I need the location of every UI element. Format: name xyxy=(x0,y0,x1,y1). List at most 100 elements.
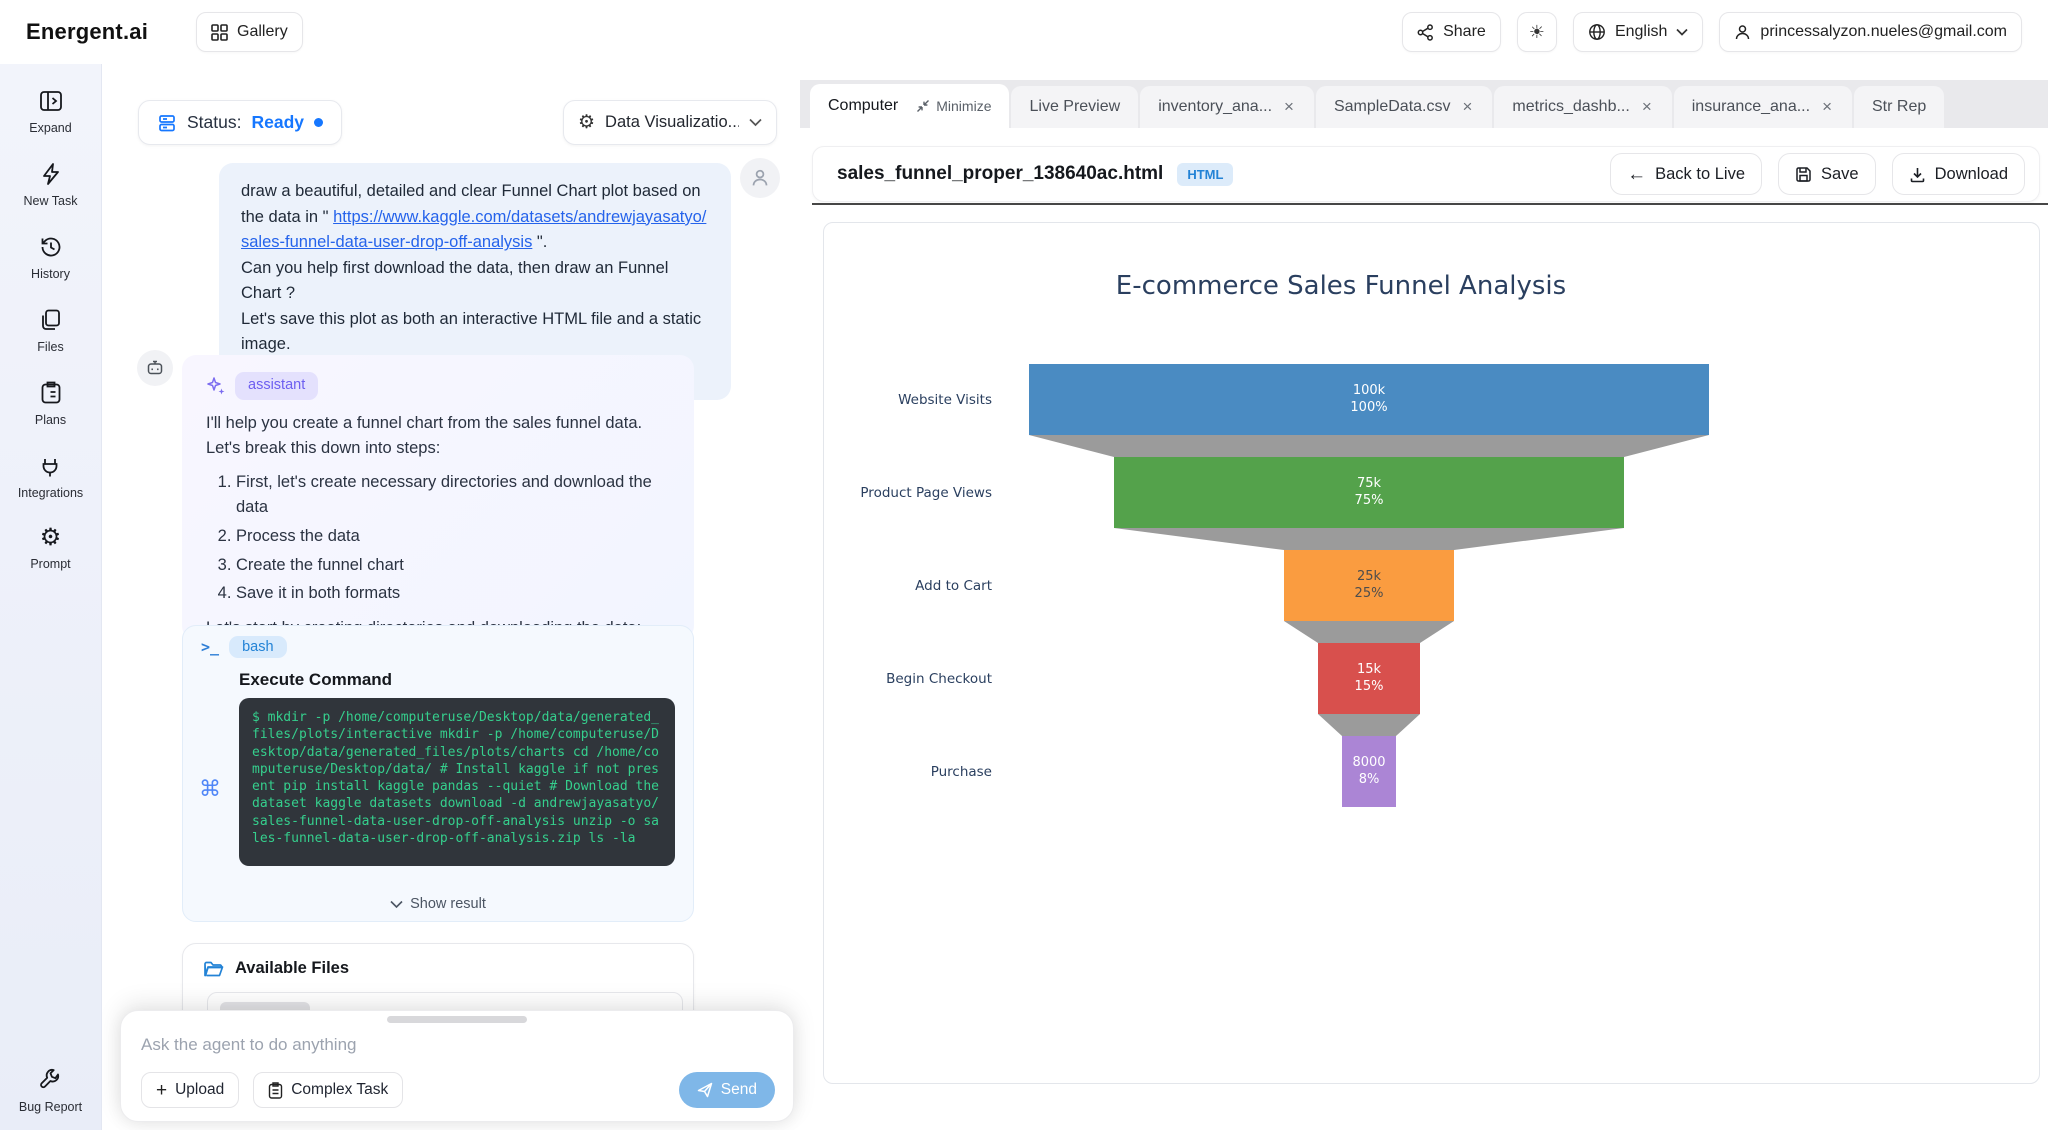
sidebar-item-files[interactable]: Files xyxy=(37,307,64,354)
assistant-intro: I'll help you create a funnel chart from… xyxy=(206,413,643,457)
status-value: Ready xyxy=(251,112,305,132)
sun-icon: ☀ xyxy=(1528,21,1545,42)
chevron-down-icon xyxy=(749,118,762,127)
tab-sampledata-csv[interactable]: SampleData.csv × xyxy=(1315,86,1493,128)
minimize-icon xyxy=(916,99,930,113)
language-selector[interactable]: English xyxy=(1572,12,1704,52)
tab-live-preview[interactable]: Live Preview xyxy=(1011,86,1139,128)
assistant-message: assistant I'll help you create a funnel … xyxy=(182,355,694,640)
workspace-tabbar: Computer Minimize Live Preview inventory… xyxy=(800,80,2048,128)
share-button[interactable]: Share xyxy=(1402,12,1501,52)
arrow-left-icon: ← xyxy=(1627,163,1647,185)
plus-icon: + xyxy=(156,1079,168,1101)
close-icon[interactable]: × xyxy=(1284,97,1294,116)
close-icon[interactable]: × xyxy=(1641,97,1652,116)
gear-icon: ⚙ xyxy=(578,112,596,133)
person-icon xyxy=(750,168,770,188)
funnel-connector xyxy=(1029,435,1709,457)
assistant-role-badge: assistant xyxy=(235,372,319,400)
brand-logo: Energent.ai xyxy=(26,19,149,44)
download-icon xyxy=(1909,166,1926,183)
send-button[interactable]: Send xyxy=(678,1072,775,1108)
history-icon xyxy=(38,234,64,260)
funnel-connector xyxy=(1318,714,1420,736)
html-preview-pane: E-commerce Sales Funnel Analysis Website… xyxy=(823,222,2040,1084)
chat-input[interactable] xyxy=(141,1035,773,1055)
preview-divider xyxy=(812,203,2048,205)
funnel-stage-label: Begin Checkout xyxy=(886,670,992,687)
person-icon xyxy=(1734,24,1751,41)
assistant-step: Process the data xyxy=(236,524,670,549)
chart-title: E-commerce Sales Funnel Analysis xyxy=(1115,271,1567,301)
robot-icon xyxy=(145,358,165,378)
sidebar-item-plans[interactable]: Plans xyxy=(35,380,66,427)
status-label: Status: xyxy=(187,112,242,132)
sidebar: Expand New Task History Files Plans Inte… xyxy=(0,64,102,1130)
tab-metrics-dashboard[interactable]: metrics_dashb... × xyxy=(1494,86,1672,128)
computer-status-icon xyxy=(157,113,177,133)
file-toolbar: sales_funnel_proper_138640ac.html HTML ←… xyxy=(812,146,2040,202)
theme-toggle-button[interactable]: ☀ xyxy=(1516,12,1557,52)
assistant-step: Create the funnel chart xyxy=(236,553,670,578)
command-key-icon: ⌘ xyxy=(199,776,221,801)
chevron-down-icon xyxy=(390,900,403,909)
account-button[interactable]: princessalyzon.nueles@gmail.com xyxy=(1719,12,2022,52)
grid-icon xyxy=(211,23,228,41)
back-to-live-button[interactable]: ← Back to Live xyxy=(1610,153,1762,195)
assistant-step: First, let's create necessary directorie… xyxy=(236,470,670,520)
funnel-stage-label: Product Page Views xyxy=(860,484,992,501)
composer-drag-handle[interactable] xyxy=(387,1016,527,1023)
folder-open-icon xyxy=(203,960,224,978)
assistant-step: Save it in both formats xyxy=(236,581,670,606)
sidebar-item-new-task[interactable]: New Task xyxy=(24,161,77,208)
gallery-button[interactable]: Gallery xyxy=(196,12,303,52)
tab-insurance-analysis[interactable]: insurance_ana... × xyxy=(1673,86,1852,128)
kaggle-dataset-link[interactable]: https://www.kaggle.com/datasets/andrewja… xyxy=(241,207,707,252)
assistant-steps: First, let's create necessary directorie… xyxy=(236,470,670,606)
download-button[interactable]: Download xyxy=(1891,153,2025,195)
save-button[interactable]: Save xyxy=(1778,153,1876,195)
bash-badge: bash xyxy=(229,636,287,658)
funnel-chart: E-commerce Sales Funnel Analysis Website… xyxy=(824,223,2039,1083)
upload-button[interactable]: + Upload xyxy=(141,1072,240,1108)
show-result-button[interactable]: Show result xyxy=(183,896,693,912)
status-badge: Status: Ready xyxy=(138,100,343,145)
sidebar-item-integrations[interactable]: Integrations xyxy=(18,453,83,500)
sidebar-item-history[interactable]: History xyxy=(31,234,70,281)
tab-str-rep[interactable]: Str Rep xyxy=(1854,86,1945,128)
open-filename: sales_funnel_proper_138640ac.html xyxy=(837,163,1164,184)
funnel-stage-label: Add to Cart xyxy=(915,577,992,594)
funnel-stage-label: Purchase xyxy=(930,763,992,780)
expand-panel-icon xyxy=(38,88,64,114)
sidebar-item-bug-report[interactable]: Bug Report xyxy=(19,1067,82,1114)
complex-task-button[interactable]: Complex Task xyxy=(253,1072,404,1108)
files-icon xyxy=(38,307,64,333)
lightning-icon xyxy=(38,161,64,187)
sidebar-item-expand[interactable]: Expand xyxy=(29,88,72,135)
filetype-badge: HTML xyxy=(1177,162,1234,186)
tab-inventory-analysis[interactable]: inventory_ana... × xyxy=(1140,86,1314,128)
clipboard-icon xyxy=(38,380,64,406)
funnel-connector xyxy=(1284,621,1454,643)
globe-icon xyxy=(1588,23,1606,41)
mode-label: Data Visualizatio... xyxy=(605,113,739,131)
close-icon[interactable]: × xyxy=(1822,97,1832,116)
share-icon xyxy=(1417,23,1434,41)
floppy-disk-icon xyxy=(1795,166,1812,183)
clipboard-icon xyxy=(268,1081,283,1099)
agent-mode-selector[interactable]: ⚙ Data Visualizatio... xyxy=(563,100,777,145)
minimize-button[interactable]: Minimize xyxy=(916,98,991,114)
funnel-connector xyxy=(1114,528,1624,550)
gear-icon: ⚙ xyxy=(39,524,62,551)
plug-icon xyxy=(37,453,63,479)
composer: + Upload Complex Task Send xyxy=(120,1010,794,1122)
close-icon[interactable]: × xyxy=(1462,97,1473,116)
paper-plane-icon xyxy=(697,1082,713,1098)
tab-computer[interactable]: Computer Minimize xyxy=(810,84,1010,128)
sidebar-item-prompt[interactable]: ⚙ Prompt xyxy=(30,524,71,572)
